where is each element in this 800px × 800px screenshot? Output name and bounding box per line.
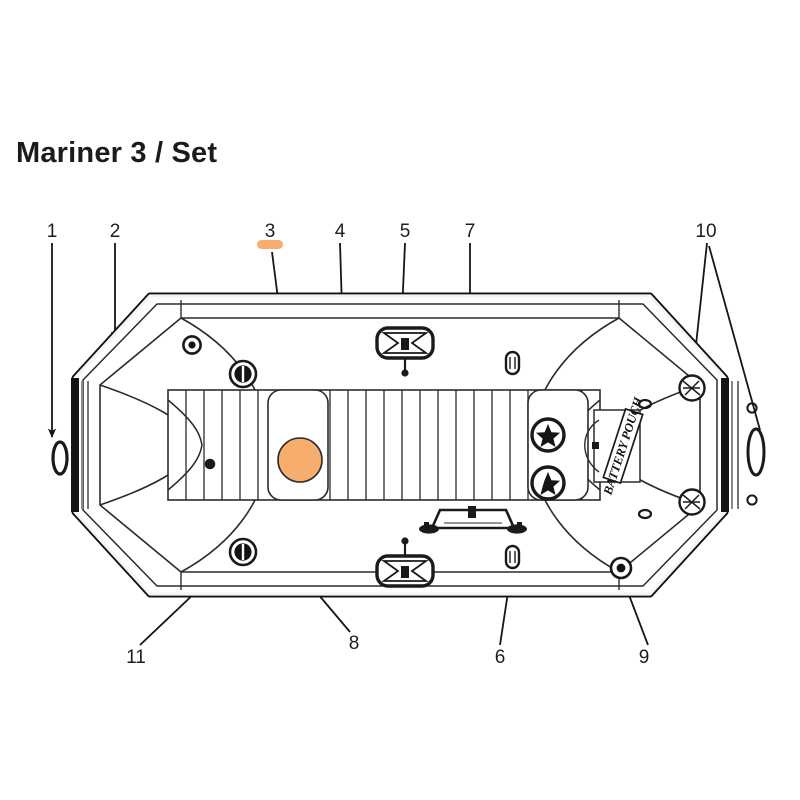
callout-1[interactable]: 1	[46, 221, 58, 242]
floor-drain-eyelet	[204, 458, 216, 470]
transom-bracket-pin	[468, 506, 476, 518]
transom-clamp-left	[419, 522, 439, 534]
leader-10b	[708, 245, 761, 431]
stern-grab-handle	[746, 427, 766, 477]
callout-2[interactable]: 2	[109, 221, 121, 242]
bow-tip-assembly	[51, 378, 89, 512]
valve-bow-top	[228, 359, 258, 389]
callout-11[interactable]: 11	[126, 647, 146, 668]
pouch-tab-bottom	[637, 508, 653, 520]
eyelet-bow-top	[182, 335, 202, 355]
page-title: Mariner 3 / Set	[16, 137, 218, 169]
transom-fitting-bottom	[746, 494, 758, 506]
floor-bow-taper	[167, 399, 203, 491]
pouch-clip	[592, 442, 599, 449]
bow-grab-handle	[51, 440, 69, 476]
boat-body: BATTERY POUCH	[51, 292, 766, 598]
grab-handle-strap-top	[504, 350, 521, 376]
star-fitting-top	[530, 417, 566, 453]
air-valve-stern-top	[678, 374, 706, 402]
floor-area	[167, 389, 601, 501]
oarlock-bottom	[375, 537, 435, 588]
star-fitting-bottom	[530, 465, 566, 501]
callout-4[interactable]: 4	[334, 221, 346, 242]
battery-pouch: BATTERY POUCH	[584, 394, 653, 520]
callout-7[interactable]: 7	[464, 221, 476, 242]
battery-pouch-plate	[602, 407, 644, 485]
floor-panel-marker	[277, 437, 323, 483]
transom-fitting-top	[746, 402, 758, 414]
grab-handle-strap-bottom	[504, 544, 521, 570]
valve-bow-bottom	[228, 537, 258, 567]
callout-8[interactable]: 8	[348, 633, 360, 654]
callout-5[interactable]: 5	[399, 221, 411, 242]
oarlock-top	[375, 326, 435, 377]
callout-6[interactable]: 6	[494, 647, 506, 668]
pouch-flap-curve	[584, 419, 600, 473]
callout-10[interactable]: 10	[695, 221, 717, 242]
transom-clamp-right	[507, 522, 527, 534]
callout-3[interactable]: 3	[264, 221, 276, 242]
callout-9[interactable]: 9	[638, 647, 650, 668]
stern-drain-plug	[609, 556, 633, 580]
transom-bracket	[419, 506, 527, 534]
callout-3-highlight	[257, 240, 283, 249]
pouch-tab-top	[637, 398, 653, 410]
stern-transom-assembly	[721, 378, 766, 512]
air-valve-stern-bottom	[678, 488, 706, 516]
